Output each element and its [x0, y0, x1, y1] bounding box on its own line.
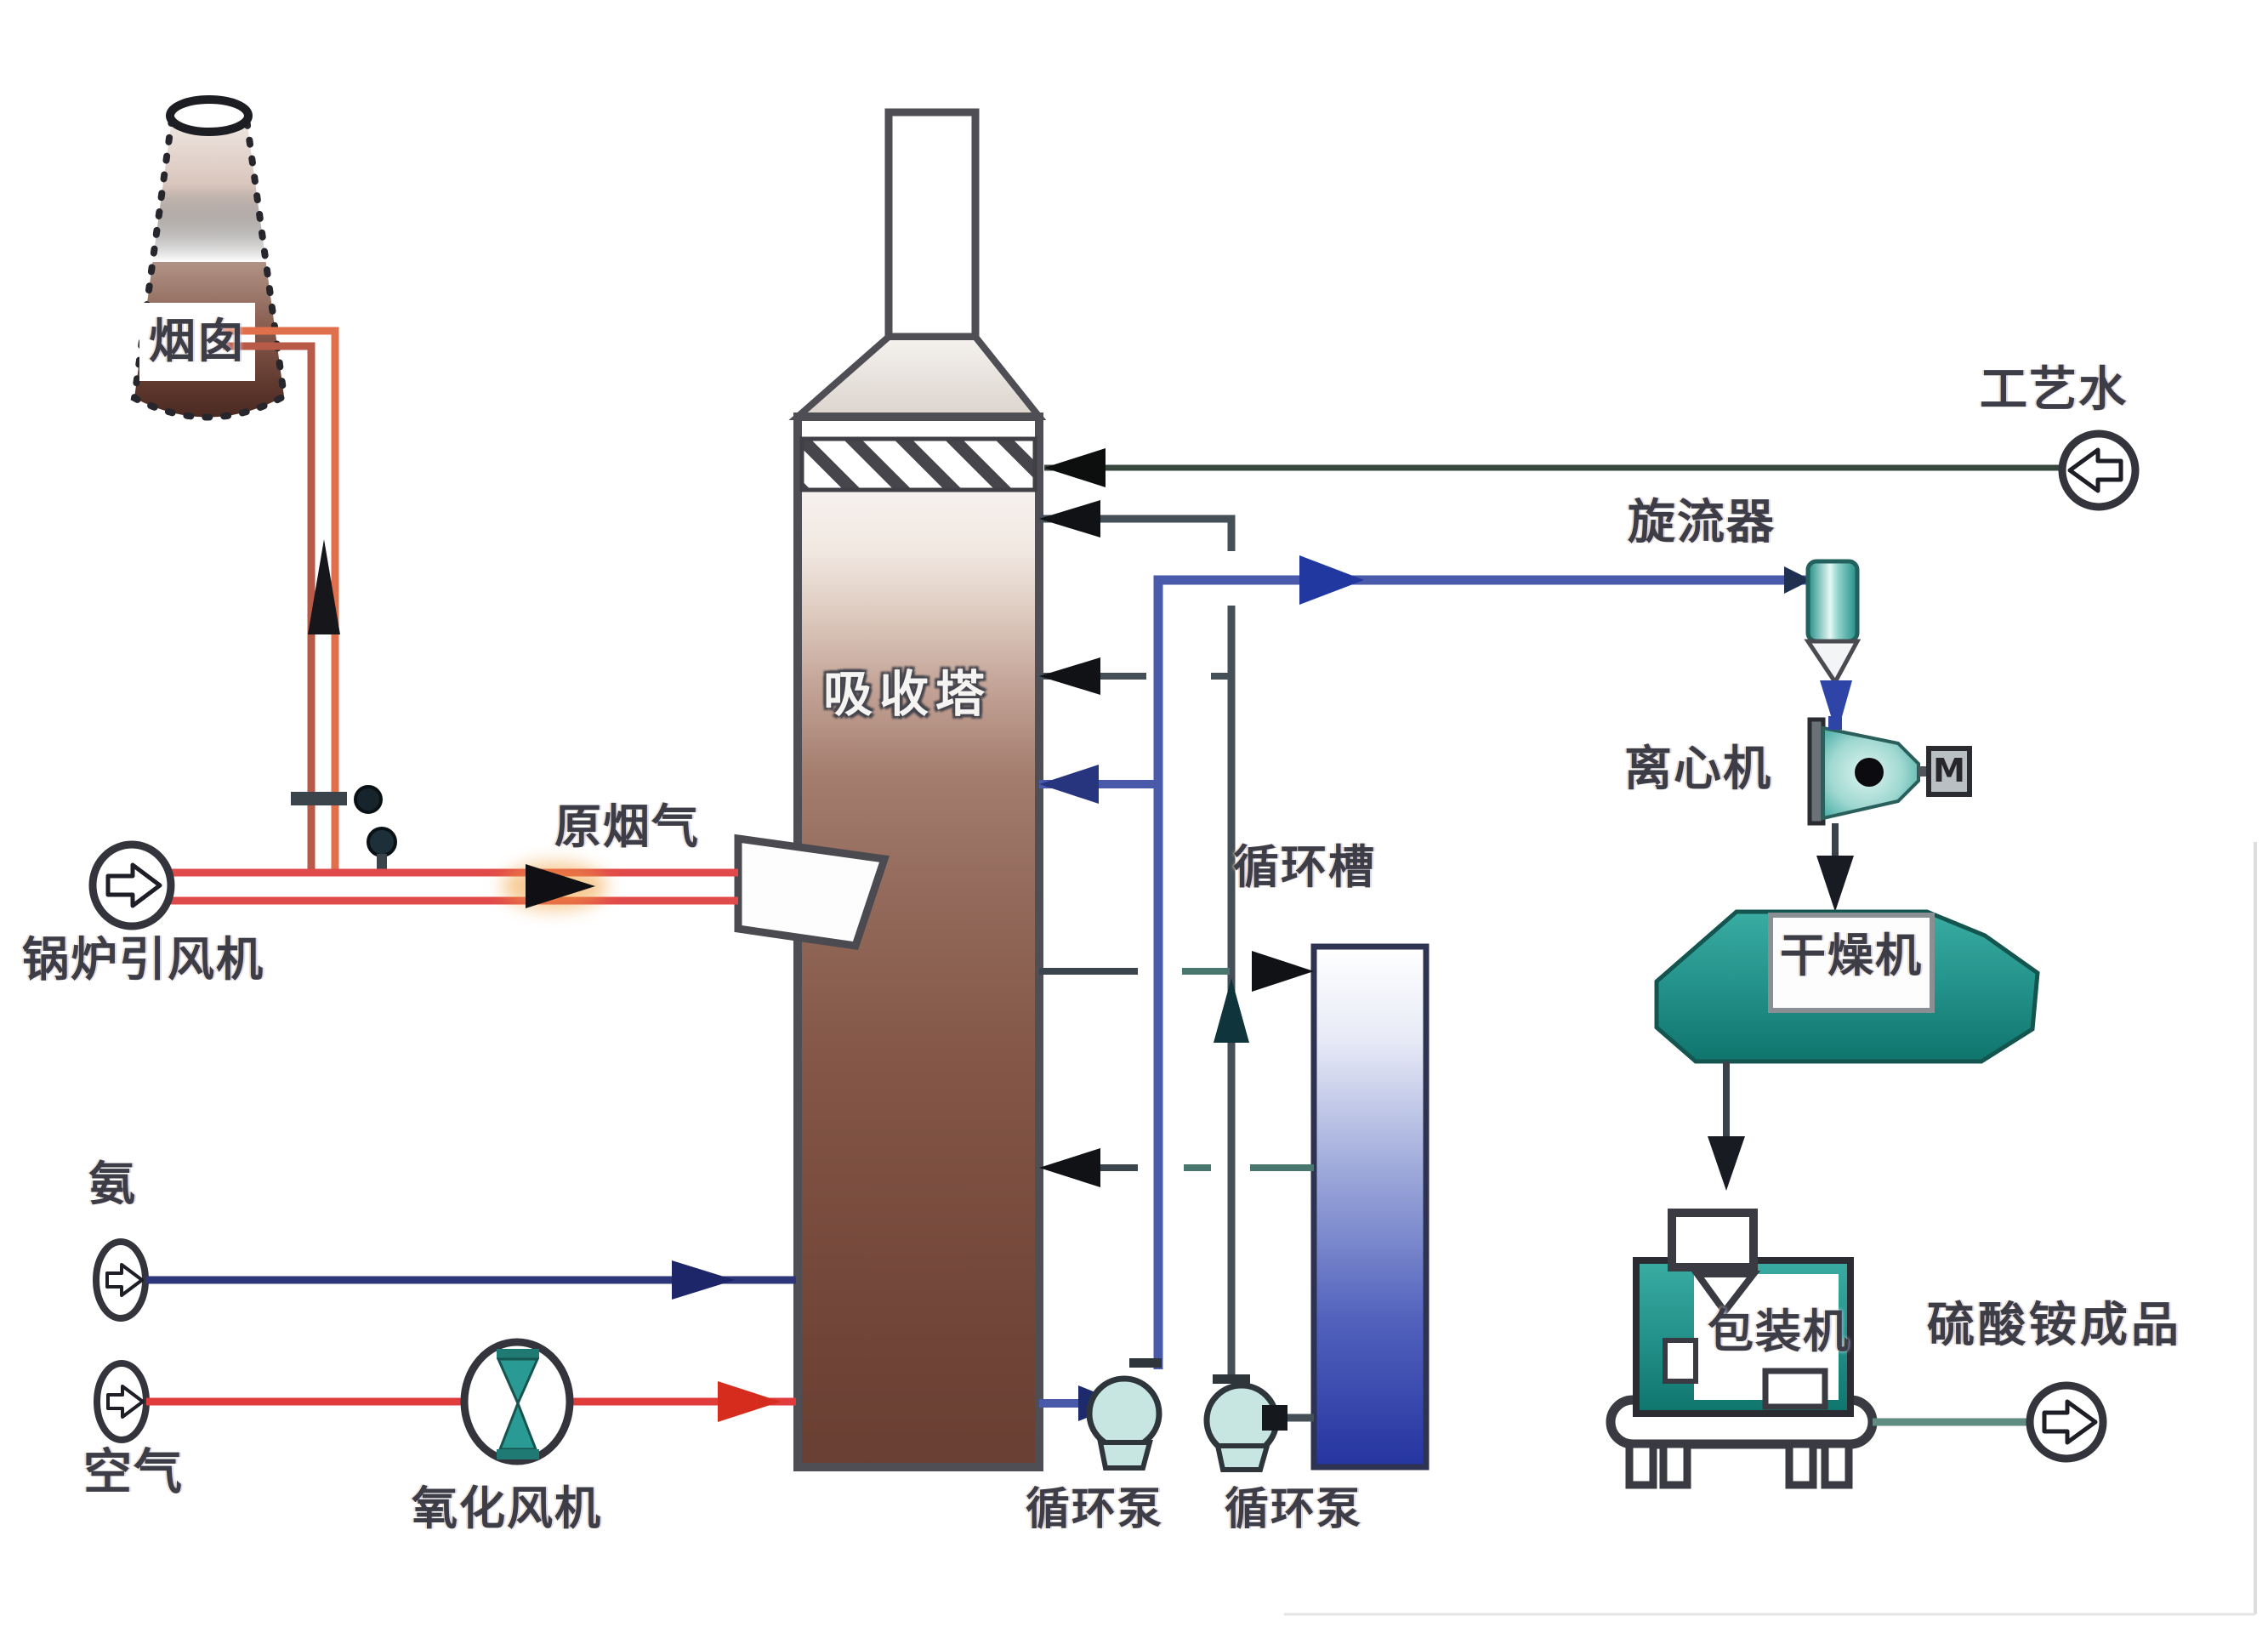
left-arrow-icon: [1039, 1148, 1100, 1187]
tower-cone-top: [788, 333, 1047, 420]
up-arrow-icon: [308, 539, 340, 634]
chimney-label: 烟囱: [148, 314, 246, 369]
dryer-label-box: [1768, 913, 1935, 1013]
right-arrow-icon: [718, 1381, 781, 1422]
feed-hopper-icon: [1668, 1209, 1758, 1271]
tower-stack: [884, 108, 980, 341]
cyclone-icon: [1804, 559, 1862, 752]
ammonia-line: [145, 1260, 796, 1300]
down-arrow-icon: [1816, 856, 1854, 912]
packing-machine-label: 包装机: [1708, 1305, 1850, 1358]
circulation-pump-2-label: 循环泵: [1225, 1484, 1363, 1535]
raw-flue-gas-pipe: [170, 862, 738, 910]
oxidation-fan-label: 氧化风机: [412, 1482, 602, 1535]
ammonia-label: 氨: [88, 1157, 138, 1211]
packing-machine-icon: [1606, 1209, 1878, 1489]
circulation-tank: [1310, 943, 1430, 1471]
process-water-line: [1044, 448, 2063, 487]
left-arrow-icon: [1039, 657, 1100, 695]
bypass-flue-pipe: [223, 327, 340, 874]
scan-artifact: [1284, 842, 2257, 1616]
oxidation-fan-icon: [460, 1338, 574, 1465]
centrifuge-label: 离心机: [1624, 742, 1772, 797]
air-line: [146, 1381, 796, 1422]
left-arrow-icon: [1039, 500, 1100, 538]
left-arrow-icon: [1044, 448, 1106, 487]
cyclone-label: 旋流器: [1628, 495, 1776, 550]
circulation-tank-label: 循环槽: [1233, 840, 1376, 894]
flue-gas-inlet-duct: [734, 833, 890, 950]
ammonia-pump-icon: [93, 1238, 149, 1322]
absorber-tower: [788, 108, 1047, 1471]
boiler-id-fan-icon: [88, 840, 175, 930]
circulation-pump-1-icon: [1086, 1358, 1162, 1471]
product-label: 硫酸铵成品: [1927, 1298, 2182, 1353]
motor-box-icon: [1926, 746, 1972, 797]
process-water-pump-icon: [2058, 430, 2140, 511]
right-arrow-icon: [1784, 566, 1811, 594]
circulation-pipe-gray: [1039, 500, 1249, 1380]
chimney-label-box: [139, 303, 255, 381]
tower-demister-hatch: [799, 436, 1037, 492]
down-arrow-icon: [1708, 1136, 1745, 1191]
right-arrow-icon: [1299, 555, 1364, 605]
left-arrow-icon: [1039, 765, 1099, 804]
air-pump-icon: [94, 1360, 150, 1443]
motor-label: M: [1933, 752, 1965, 790]
circulation-pump-2-icon: [1203, 1374, 1314, 1472]
circulation-pump-1-label: 循环泵: [1026, 1484, 1164, 1535]
right-arrow-icon: [672, 1260, 735, 1300]
raw-flue-gas-label: 原烟气: [554, 799, 701, 854]
tank-feed-line: [1039, 951, 1314, 992]
hopper-funnel-icon: [1691, 1271, 1761, 1317]
boiler-fan-label: 锅炉引风机: [22, 932, 265, 987]
right-arrow-icon: [1252, 951, 1314, 992]
dryer-label: 干燥机: [1780, 929, 1923, 982]
tower-white-band: [804, 421, 1032, 439]
right-arrow-icon: [526, 864, 595, 908]
dryer-icon: [1654, 909, 2040, 1191]
chimney-top: [166, 95, 253, 136]
air-label: 空气: [83, 1444, 184, 1500]
centrifuge-icon: [1807, 716, 1972, 912]
process-water-label: 工艺水: [1980, 362, 2128, 418]
tank-return-line: [1039, 1148, 1314, 1187]
product-pump-icon: [2026, 1381, 2107, 1463]
up-arrow-icon: [1214, 978, 1249, 1043]
absorber-label: 吸收塔: [823, 665, 992, 723]
bypass-valve-icon: [291, 785, 383, 814]
